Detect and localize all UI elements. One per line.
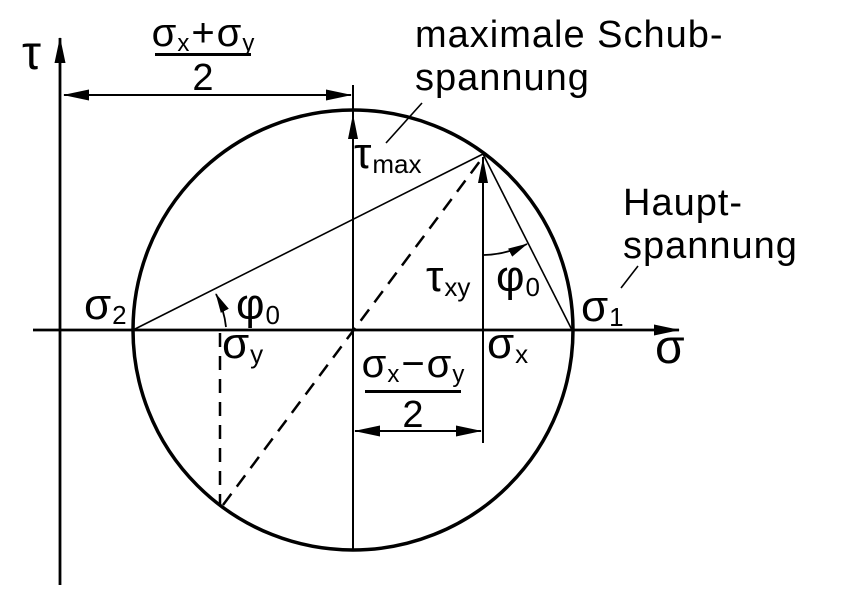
phi0-point-sub: 0	[525, 272, 540, 303]
max-shear-leader-line	[385, 102, 423, 144]
tau-axis-label: τ	[22, 30, 41, 78]
tau-axis-letter: τ	[22, 27, 41, 80]
sigma-axis-label: σ	[655, 324, 685, 372]
sigma-2-sub: 2	[112, 300, 127, 331]
principal-line1: Haupt-	[623, 182, 744, 224]
sigma-2-base: σ	[84, 280, 112, 329]
tau-xy-arrowhead	[478, 158, 488, 183]
half-sum-s1: x	[177, 30, 190, 58]
sigma-x-label: σx	[487, 319, 529, 370]
phi0-vertex-sub: 0	[265, 300, 280, 331]
sigma-1-sub: 1	[609, 302, 624, 333]
tau-xy-sub: xy	[444, 272, 471, 303]
tau-max-label: τmax	[354, 129, 422, 180]
principal-leader-line	[620, 265, 639, 289]
half-sum-s2: y	[242, 30, 255, 58]
max-shear-annotation: maximale Schub- spannung	[415, 14, 724, 100]
phi0-point-arc-arrow	[483, 243, 528, 257]
half-diff-numerator: σx−σy	[358, 342, 468, 387]
sigma-axis-letter: σ	[655, 321, 685, 374]
max-shear-line2: spannung	[415, 57, 590, 99]
sigma-y-base: σ	[222, 319, 250, 368]
half-diff-p1: σ	[361, 342, 387, 386]
half-diff-s2: y	[452, 361, 465, 389]
phi0-point-label: φ0	[496, 252, 540, 303]
principal-stress-annotation: Haupt- spannung	[623, 182, 798, 268]
tau-xy-label: τxy	[426, 252, 471, 303]
half-diff-fraction-bar	[365, 390, 461, 393]
tau-max-arrowhead	[348, 114, 358, 139]
phi0-point-base: φ	[496, 252, 525, 301]
sigma-1-label: σ1	[581, 282, 624, 333]
half-sum-fraction: σx+σy 2	[148, 9, 258, 97]
sigma-1-base: σ	[581, 282, 609, 331]
half-diff-denominator: 2	[402, 394, 424, 436]
sigma-2-label: σ2	[84, 280, 127, 331]
max-shear-line1: maximale Schub-	[415, 14, 724, 56]
sigma-x-base: σ	[487, 319, 515, 368]
tau-xy-base: τ	[426, 252, 444, 301]
half-diff-op: −	[401, 342, 425, 386]
half-diff-fraction: σx−σy 2	[358, 342, 468, 434]
principal-line2: spannung	[623, 225, 798, 267]
half-sum-fraction-bar	[155, 53, 251, 56]
tau-max-sub: max	[372, 149, 422, 180]
half-sum-op: +	[191, 11, 215, 55]
phi0-vertex-label: φ0	[236, 280, 280, 331]
half-diff-p2: σ	[426, 342, 452, 386]
phi0-vertex-base: φ	[236, 280, 265, 329]
phi0-vertex-arc-arrow	[215, 293, 229, 328]
tau-max-base: τ	[354, 129, 372, 178]
sigma-y-sub: y	[250, 339, 264, 370]
chord-point-to-sigma1	[482, 153, 573, 331]
half-diff-s1: x	[387, 361, 400, 389]
half-sum-p1: σ	[151, 11, 177, 55]
half-sum-numerator: σx+σy	[148, 11, 258, 56]
half-sum-denominator: 2	[192, 57, 214, 99]
chord-sigma2-to-point	[132, 153, 484, 331]
sigma-y-label: σy	[222, 319, 264, 370]
sigma-x-sub: x	[515, 339, 529, 370]
dashed-diameter-line	[221, 156, 485, 506]
half-sum-p2: σ	[216, 11, 242, 55]
